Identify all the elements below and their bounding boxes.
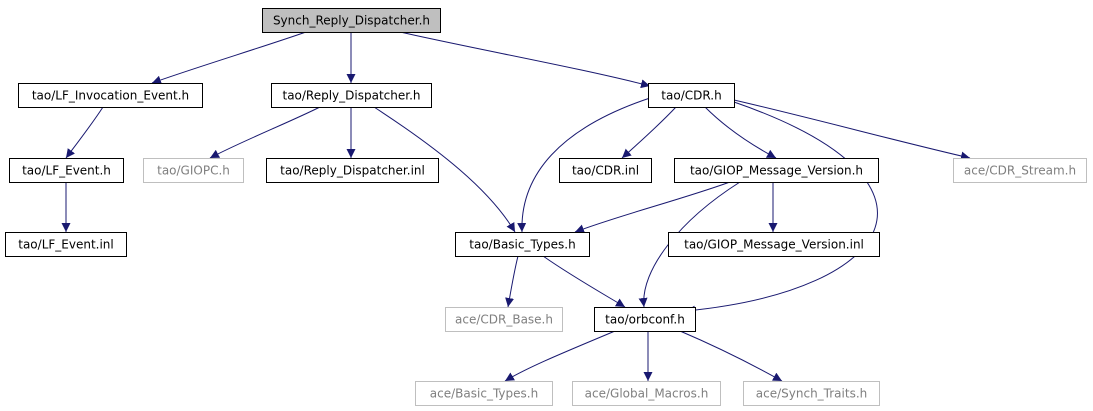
edge-reply-dispatcher-h-to-basic-types-h <box>373 106 516 233</box>
edge-lf-invocation-event-h-to-lf-event-h <box>65 106 104 159</box>
node-label: tao/Basic_Types.h <box>469 238 575 252</box>
node-label: tao/LF_Event.h <box>22 164 111 178</box>
node-label: tao/CDR.h <box>661 89 721 103</box>
edge-cdr-h-to-ace-cdr-stream-h <box>733 99 971 161</box>
edge-orbconf-h-to-ace-synch-traits-h <box>679 330 783 382</box>
node-label: tao/GIOP_Message_Version.h <box>690 164 863 178</box>
edge-cdr-h-to-basic-types-h <box>517 97 651 233</box>
node-box <box>415 381 553 406</box>
node-lf-event-inl[interactable]: tao/LF_Event.inl <box>5 232 127 257</box>
node-box <box>143 158 244 183</box>
node-reply-dispatcher-inl[interactable]: tao/Reply_Dispatcher.inl <box>266 158 439 183</box>
edge-synch-reply-dispatcher-h-to-cdr-h <box>399 31 651 89</box>
node-label: tao/CDR.inl <box>572 164 639 178</box>
node-label: ace/CDR_Base.h <box>455 313 553 327</box>
edges-layer <box>61 31 971 382</box>
node-label: tao/GIOPC.h <box>157 164 230 178</box>
node-box <box>5 232 127 257</box>
node-box <box>9 158 124 183</box>
node-label: ace/CDR_Stream.h <box>964 164 1076 178</box>
node-ace-global-macros-h: ace/Global_Macros.h <box>572 381 721 406</box>
node-cdr-h[interactable]: tao/CDR.h <box>648 83 735 108</box>
node-giopc-h: tao/GIOPC.h <box>143 158 244 183</box>
edge-cdr-h-to-cdr-inl <box>621 106 677 159</box>
node-label: ace/Global_Macros.h <box>585 387 709 401</box>
node-box <box>648 83 735 108</box>
node-orbconf-h[interactable]: tao/orbconf.h <box>594 307 696 332</box>
node-label: tao/LF_Invocation_Event.h <box>32 89 189 103</box>
edge-giop-message-version-h-to-basic-types-h <box>574 181 731 234</box>
node-box <box>262 8 441 33</box>
node-giop-message-version-h[interactable]: tao/GIOP_Message_Version.h <box>674 158 879 183</box>
node-label: tao/orbconf.h <box>605 313 685 327</box>
node-ace-synch-traits-h: ace/Synch_Traits.h <box>743 381 880 406</box>
node-label: tao/GIOP_Message_Version.inl <box>684 238 864 252</box>
edge-synch-reply-dispatcher-h-to-lf-invocation-event-h <box>151 31 307 85</box>
node-box <box>266 158 439 183</box>
edge-basic-types-h-to-ace-cdr-base-h <box>505 255 519 308</box>
node-ace-cdr-base-h: ace/CDR_Base.h <box>445 307 563 332</box>
node-label: ace/Basic_Types.h <box>430 387 538 401</box>
edge-cdr-h-to-orbconf-h <box>685 101 878 315</box>
node-box <box>594 307 696 332</box>
node-box <box>668 232 880 257</box>
node-cdr-inl[interactable]: tao/CDR.inl <box>559 158 652 183</box>
node-box <box>953 158 1087 183</box>
node-box <box>743 381 880 406</box>
node-lf-invocation-event-h[interactable]: tao/LF_Invocation_Event.h <box>18 83 203 108</box>
node-reply-dispatcher-h[interactable]: tao/Reply_Dispatcher.h <box>271 83 432 108</box>
node-basic-types-h[interactable]: tao/Basic_Types.h <box>455 232 590 257</box>
node-box <box>18 83 203 108</box>
node-box <box>674 158 879 183</box>
node-label: tao/Reply_Dispatcher.h <box>282 89 420 103</box>
node-box <box>445 307 563 332</box>
edge-reply-dispatcher-h-to-giopc-h <box>209 106 321 159</box>
node-label: tao/Reply_Dispatcher.inl <box>280 164 425 178</box>
edge-orbconf-h-to-ace-basic-types-h <box>504 330 616 382</box>
node-ace-basic-types-h: ace/Basic_Types.h <box>415 381 553 406</box>
edge-basic-types-h-to-orbconf-h <box>542 255 626 308</box>
node-ace-cdr-stream-h: ace/CDR_Stream.h <box>953 158 1087 183</box>
nodes-layer: Synch_Reply_Dispatcher.h tao/LF_Invocatio… <box>5 8 1087 406</box>
node-lf-event-h[interactable]: tao/LF_Event.h <box>9 158 124 183</box>
node-giop-message-version-inl[interactable]: tao/GIOP_Message_Version.inl <box>668 232 880 257</box>
node-label: Synch_Reply_Dispatcher.h <box>273 14 430 28</box>
node-box <box>572 381 721 406</box>
node-box <box>559 158 652 183</box>
node-label: ace/Synch_Traits.h <box>756 387 867 401</box>
node-box <box>271 83 432 108</box>
node-label: tao/LF_Event.inl <box>18 238 114 252</box>
node-box <box>455 232 590 257</box>
edge-cdr-h-to-giop-message-version-h <box>704 106 777 159</box>
node-synch-reply-dispatcher-h[interactable]: Synch_Reply_Dispatcher.h <box>262 8 441 33</box>
